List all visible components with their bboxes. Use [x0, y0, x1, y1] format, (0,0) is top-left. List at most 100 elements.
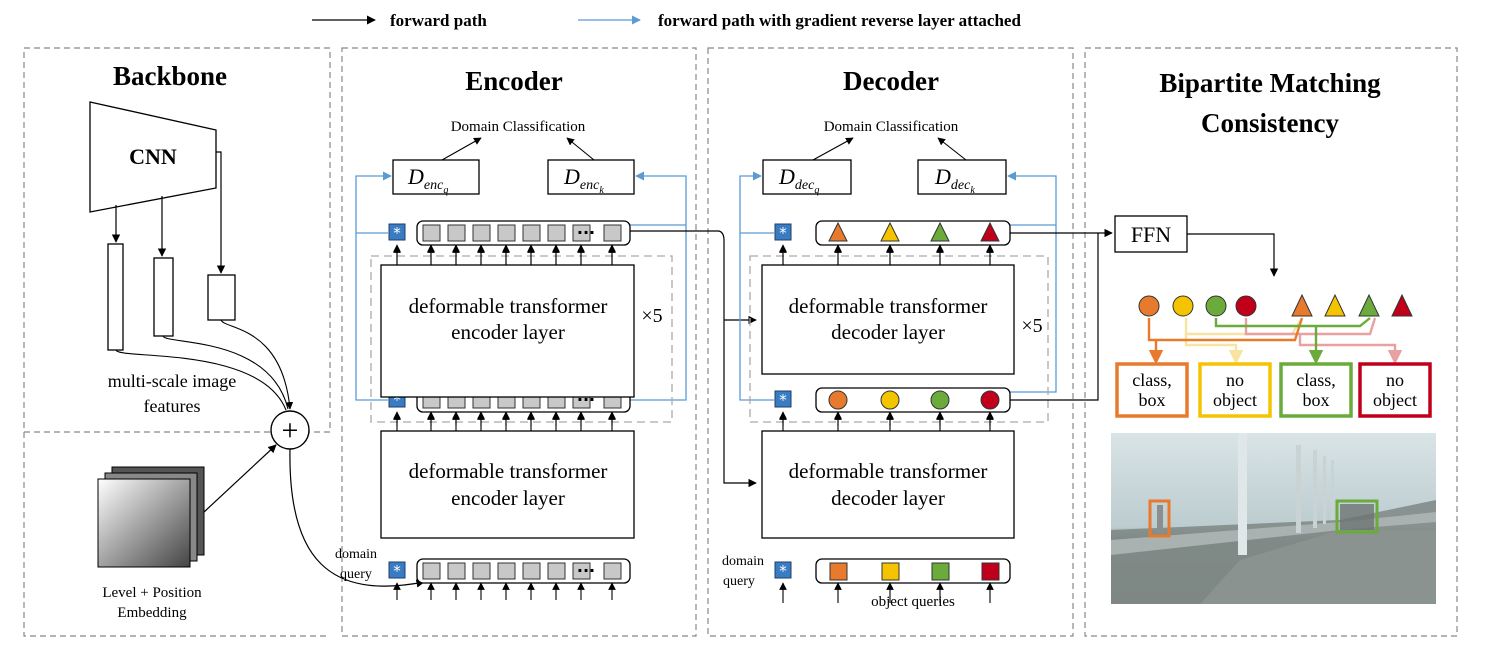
decoder-title: Decoder	[843, 66, 939, 96]
feature-map-1	[107, 243, 124, 351]
enc-bot-token	[522, 562, 541, 580]
dec-token-discriminator	[917, 159, 1007, 195]
dec-first-layer-line2: decoder layer	[831, 486, 945, 510]
dec-mid-circle-yellow	[880, 390, 900, 410]
enc-token-row-bottom: * ···	[388, 558, 631, 600]
legend-grl-label: forward path with gradient reverse layer…	[658, 11, 1021, 30]
result-box-green	[1279, 362, 1353, 418]
embedding-arrow	[203, 444, 277, 513]
feature-curve-3	[220, 319, 294, 410]
match-line-orange	[1147, 317, 1304, 342]
encoder-panel	[341, 47, 697, 637]
dec-top-triangle-yellow	[880, 221, 900, 242]
enc-bot-token	[422, 562, 441, 580]
dec-domain-query-label-line2: query	[723, 574, 755, 589]
dec-bot-square-orange	[829, 562, 848, 581]
matching-section: Bipartite Matching Consistency FFN class…	[1111, 68, 1436, 604]
legend: forward path forward path with gradient …	[312, 11, 1021, 30]
pred-circle-red	[1235, 295, 1257, 317]
backbone-title: Backbone	[113, 61, 227, 91]
enc-bot-token	[472, 562, 491, 580]
match-line-yellow-to-box	[1184, 334, 1244, 365]
dec-bot-domain-query-token-star: *	[779, 562, 787, 580]
dec-token-row-bottom: *	[774, 558, 1011, 603]
enc-to-dec-first-arrow	[630, 230, 757, 488]
dec-first-layer-line1: deformable transformer	[789, 459, 988, 483]
dec-query-discriminator	[762, 159, 852, 195]
result-box-red-line1: no	[1386, 370, 1404, 390]
features-label-line2: features	[144, 396, 201, 416]
enc-top-token	[422, 224, 441, 242]
matching-title-line1: Bipartite Matching	[1159, 68, 1381, 98]
dec-dq-label: Ddecq	[778, 164, 819, 196]
dec-bot-domain-query-token	[774, 561, 792, 579]
backbone-panel	[23, 47, 331, 433]
feature-curve-2	[162, 335, 289, 410]
enc-grl-query-bottom	[355, 233, 388, 401]
dec-token-row-top: *	[774, 220, 1011, 265]
result-box-yellow-line1: no	[1226, 370, 1244, 390]
decoder-domain-cls-label: Domain Classification	[824, 119, 959, 135]
enc-bot-ellipsis: ···	[577, 561, 595, 580]
enc-bot-token	[547, 562, 566, 580]
dec-domain-query-label-line1: domain	[722, 554, 764, 569]
dec-repeated-layer-line2: decoder layer	[831, 320, 945, 344]
dec-token-row-mid: *	[774, 387, 1011, 431]
pred-triangle-yellow	[1324, 293, 1346, 317]
dec-top-triangle-red	[980, 221, 1000, 242]
photo-box-orange	[1148, 499, 1171, 538]
enc-grl-token-bottom	[630, 225, 687, 401]
enc-first-layer	[380, 430, 635, 539]
dec-mid-circle-green	[930, 390, 950, 410]
dec-grl-token-top	[1007, 171, 1057, 226]
dec-bot-square-green	[931, 562, 950, 581]
encoder-title: Encoder	[465, 66, 563, 96]
sum-operator-symbol: +	[282, 414, 299, 447]
enc-bot-domain-query-token	[388, 561, 406, 579]
dec-grl-token-bottom	[1010, 225, 1057, 393]
enc-top-domain-query-token	[388, 223, 406, 241]
decoder-panel	[707, 47, 1074, 637]
enc-top-token	[497, 224, 516, 242]
match-line-green	[1214, 317, 1371, 328]
enc-mid-domain-query-token-star: *	[393, 391, 401, 409]
enc-dk-to-cls-arrow	[566, 137, 595, 161]
pred-triangle-red	[1391, 293, 1413, 317]
result-box-orange-line1: class,	[1132, 370, 1172, 390]
enc-domain-query-label-line2: query	[340, 567, 372, 582]
matching-panel	[1084, 47, 1458, 637]
result-box-yellow-line2: object	[1213, 390, 1257, 410]
dec-repeat-label: ×5	[1021, 315, 1042, 337]
enc-domain-query-label-line1: domain	[335, 547, 377, 562]
dec-mid-circle-orange	[828, 390, 848, 410]
enc-first-layer-line1: deformable transformer	[409, 459, 608, 483]
pred-circle-yellow	[1172, 295, 1194, 317]
dec-dk-to-cls-arrow	[937, 137, 967, 161]
feature-map-2	[153, 257, 174, 337]
enc-bot-token	[447, 562, 466, 580]
result-box-orange	[1115, 362, 1189, 418]
cnn-label: CNN	[129, 144, 177, 169]
dec-top-domain-query-token	[774, 223, 792, 241]
dec-bot-square-red	[981, 562, 1000, 581]
enc-top-token	[447, 224, 466, 242]
object-queries-label: object queries	[871, 594, 955, 610]
enc-repeat-label: ×5	[641, 305, 662, 327]
enc-repeated-layer	[380, 264, 635, 398]
match-line-red-to-box	[1298, 334, 1403, 365]
features-label-line1: multi-scale image	[108, 371, 236, 391]
enc-token-row-top: *···	[388, 220, 631, 267]
ffn-label: FFN	[1131, 222, 1171, 247]
enc-bot-token	[497, 562, 516, 580]
encoder-domain-cls-label: Domain Classification	[451, 119, 586, 135]
enc-bot-domain-query-token-star: *	[393, 562, 401, 580]
dec-grl-query-top	[739, 171, 774, 234]
photo-box-green	[1335, 499, 1379, 534]
embedding-label-line2: Embedding	[117, 605, 187, 621]
enc-top-token	[572, 224, 591, 242]
enc-top-token	[547, 224, 566, 242]
enc-dq-to-cls-arrow	[441, 137, 482, 161]
embedding-label-line1: Level + Position	[102, 585, 202, 601]
legend-forward-label: forward path	[390, 11, 487, 30]
